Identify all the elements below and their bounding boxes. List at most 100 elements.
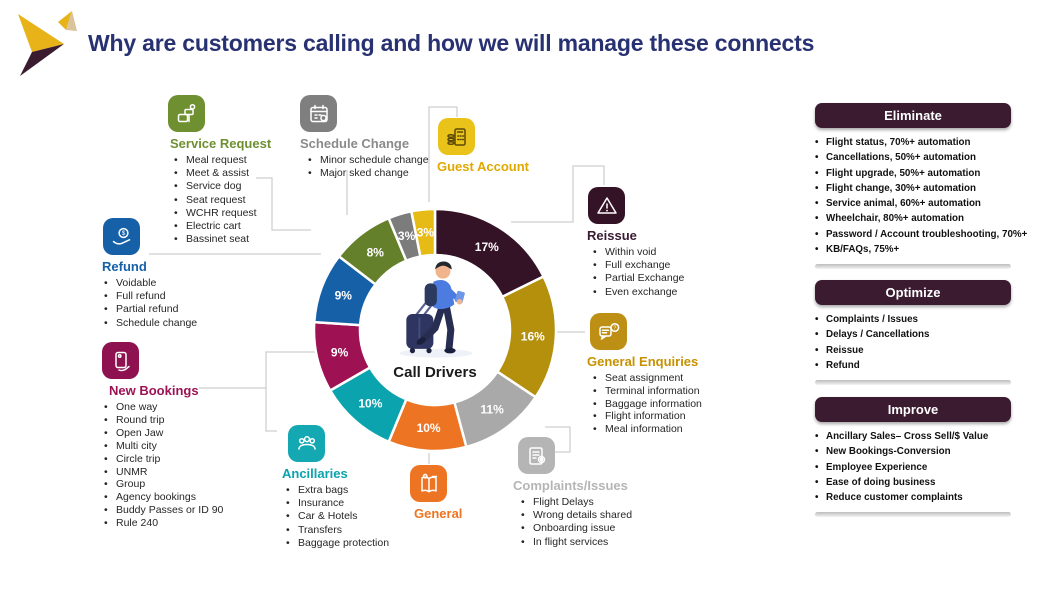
- list-item: Flight status, 70%+ automation: [815, 135, 1011, 151]
- list-item: Partial refund: [104, 303, 246, 316]
- donut-slice-value: 3%: [398, 229, 416, 243]
- list-item: KB/FAQs, 75%+: [815, 242, 1011, 258]
- list-item: Delays / Cancellations: [815, 327, 1011, 343]
- list-item: Terminal information: [593, 385, 745, 398]
- brand-logo: [18, 11, 77, 76]
- list-item: Transfers: [286, 524, 428, 537]
- list-item: Employee Experience: [815, 460, 1011, 476]
- traveler-illustration: [399, 261, 473, 358]
- category-label: New Bookings: [109, 383, 199, 398]
- category-general-enquiries: ? General Enquiries Seat assignmentTermi…: [585, 313, 745, 436]
- category-items: Minor schedule changeMajor sked change: [300, 154, 460, 181]
- panel-title: Improve: [815, 397, 1011, 422]
- category-items: Extra bagsInsuranceCar & HotelsTransfers…: [278, 484, 428, 550]
- category-service-request: Service Request Meal requestMeet & assis…: [166, 95, 316, 247]
- donut-slice-value: 9%: [331, 345, 349, 359]
- panel-divider: [815, 512, 1011, 518]
- panel-title: Optimize: [815, 280, 1011, 305]
- donut-slice-value: 8%: [367, 245, 385, 259]
- list-item: New Bookings-Conversion: [815, 444, 1011, 460]
- new-bookings-phone-icon: [102, 342, 139, 379]
- connector-complaints: [545, 426, 571, 453]
- list-item: Meal information: [593, 423, 745, 436]
- category-items: One wayRound tripOpen JawMulti cityCircl…: [96, 401, 256, 530]
- reissue-warning-icon: [588, 187, 625, 224]
- list-item: In flight services: [521, 536, 673, 549]
- donut-slice-value: 3%: [417, 226, 435, 240]
- logo-small-arrow-gold: [58, 11, 72, 30]
- panel-eliminate: Eliminate Flight status, 70%+ automation…: [815, 103, 1027, 270]
- category-items: Meal requestMeet & assistService dogSeat…: [166, 154, 316, 247]
- category-label: Reissue: [587, 228, 637, 243]
- donut-slice-guest-account: [410, 207, 437, 258]
- category-label: Refund: [102, 259, 147, 274]
- list-item: Ancillary Sales– Cross Sell/$ Value: [815, 429, 1011, 445]
- list-item: Car & Hotels: [286, 510, 428, 523]
- list-item: Multi city: [104, 440, 256, 453]
- list-item: Open Jaw: [104, 427, 256, 440]
- category-refund: $ Refund VoidableFull refundPartial refu…: [96, 218, 246, 330]
- donut-slice-value: 10%: [417, 421, 441, 435]
- category-items: Flight DelaysWrong details sharedOnboard…: [513, 496, 673, 549]
- category-items: Within voidFull exchangePartial Exchange…: [585, 246, 735, 299]
- list-item: Major sked change: [308, 167, 460, 180]
- list-item: Meal request: [174, 154, 316, 167]
- list-item: Flight information: [593, 410, 745, 423]
- list-item: Rule 240: [104, 517, 256, 530]
- category-label: Service Request: [170, 136, 272, 151]
- category-items: VoidableFull refundPartial refundSchedul…: [96, 277, 246, 330]
- donut-slice-value: 10%: [358, 397, 382, 411]
- logo-small-arrow-tan: [66, 11, 77, 31]
- call-drivers-donut-chart: 17%16%11%10%10%9%9%8%3%3%: [312, 207, 558, 453]
- list-item: Flight Delays: [521, 496, 673, 509]
- list-item: Complaints / Issues: [815, 312, 1011, 328]
- svg-text:$: $: [121, 230, 125, 237]
- donut-slice-value: 16%: [521, 329, 545, 343]
- category-label: General Enquiries: [587, 354, 699, 369]
- list-item: UNMR: [104, 466, 256, 479]
- list-item: Schedule change: [104, 317, 246, 330]
- donut-slice-value: 17%: [475, 240, 499, 254]
- list-item: Full refund: [104, 290, 246, 303]
- category-label: Guest Account: [437, 159, 529, 174]
- schedule-change-icon: [300, 95, 337, 132]
- list-item: Service dog: [174, 180, 316, 193]
- list-item: Round trip: [104, 414, 256, 427]
- list-item: Wrong details shared: [521, 509, 673, 522]
- list-item: Seat assignment: [593, 372, 745, 385]
- list-item: Electric cart: [174, 220, 316, 233]
- list-item: Baggage protection: [286, 537, 428, 550]
- category-label: Schedule Change: [300, 136, 410, 151]
- panel-optimize: Optimize Complaints / IssuesDelays / Can…: [815, 280, 1011, 386]
- list-item: Reissue: [815, 343, 1011, 359]
- list-item: Baggage information: [593, 398, 745, 411]
- panel-items: Flight status, 70%+ automationCancellati…: [815, 135, 1027, 258]
- list-item: Cancellations, 50%+ automation: [815, 150, 1011, 166]
- panel-divider: [815, 264, 1011, 270]
- complaints-issues-icon: [518, 437, 555, 474]
- list-item: Seat request: [174, 194, 316, 207]
- donut-center-label: Call Drivers: [393, 364, 477, 381]
- panel-improve: Improve Ancillary Sales– Cross Sell/$ Va…: [815, 397, 1011, 518]
- svg-text:?: ?: [613, 325, 616, 331]
- list-item: WCHR request: [174, 207, 316, 220]
- category-complaints-issues: Complaints/Issues Flight DelaysWrong det…: [513, 437, 673, 549]
- guest-account-icon: [438, 118, 475, 155]
- list-item: Flight upgrade, 50%+ automation: [815, 166, 1011, 182]
- category-guest-account: Guest Account: [437, 118, 547, 174]
- list-item: Extra bags: [286, 484, 428, 497]
- list-item: Ease of doing business: [815, 475, 1011, 491]
- logo-arrow-plum: [20, 44, 64, 76]
- category-label: Complaints/Issues: [513, 478, 628, 493]
- logo-arrow-gold: [18, 14, 64, 52]
- list-item: Even exchange: [593, 286, 735, 299]
- category-reissue: Reissue Within voidFull exchangePartial …: [585, 187, 735, 299]
- list-item: Service animal, 60%+ automation: [815, 196, 1011, 212]
- list-item: Meet & assist: [174, 167, 316, 180]
- category-items: Seat assignmentTerminal informationBagga…: [585, 372, 745, 436]
- list-item: Wheelchair, 80%+ automation: [815, 211, 1011, 227]
- category-ancillaries: Ancillaries Extra bagsInsuranceCar & Hot…: [278, 425, 428, 550]
- list-item: Reduce customer complaints: [815, 490, 1011, 506]
- donut-slice-value: 9%: [335, 289, 353, 303]
